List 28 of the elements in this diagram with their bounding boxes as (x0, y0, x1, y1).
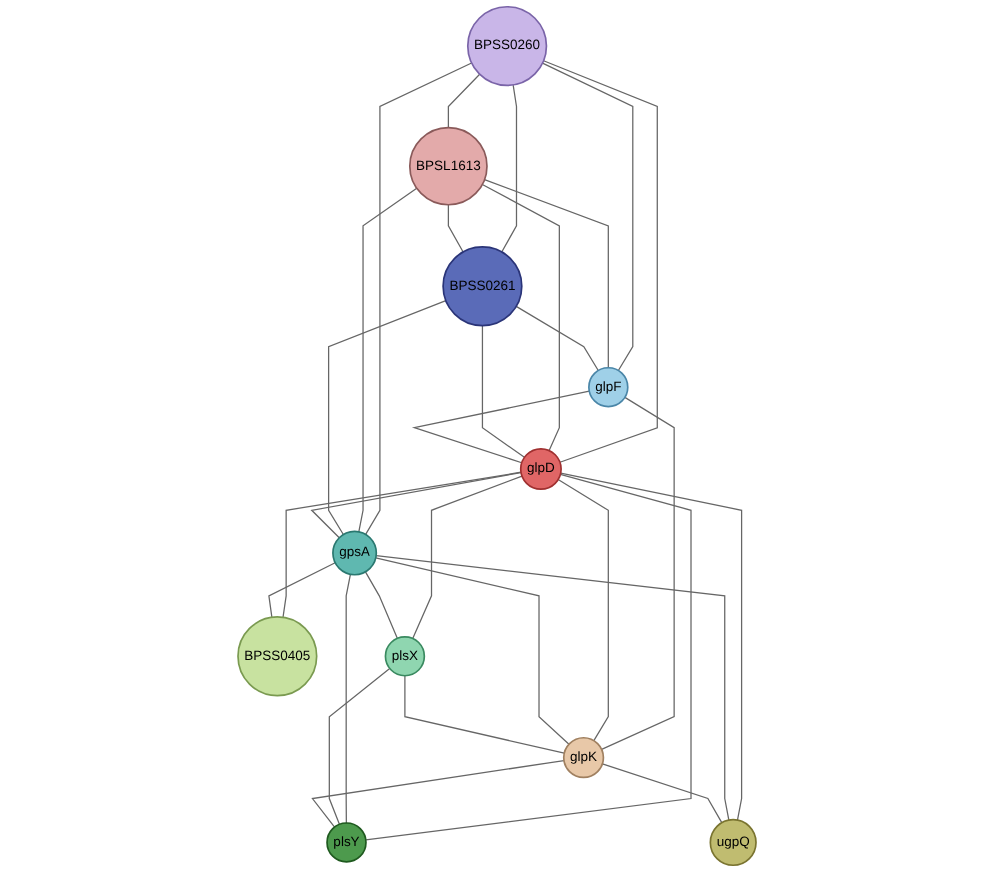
connector (483, 179, 609, 369)
connector (328, 300, 447, 536)
connector (311, 759, 565, 828)
connector (375, 554, 730, 821)
connector (404, 675, 565, 754)
connector (412, 475, 523, 640)
connector (557, 478, 609, 742)
connector (364, 571, 398, 639)
connector (268, 562, 336, 618)
connector (481, 324, 526, 458)
connector (365, 62, 473, 535)
connector (601, 396, 675, 751)
connector (447, 73, 481, 129)
connector (328, 667, 391, 825)
connector (411, 390, 590, 464)
connector (542, 60, 658, 463)
connector (601, 763, 723, 824)
connector (501, 84, 518, 253)
connector (282, 471, 522, 618)
connector (541, 62, 634, 372)
connector (375, 557, 570, 745)
connector (365, 473, 692, 841)
connector (345, 573, 352, 824)
connector (447, 204, 464, 253)
connector (358, 187, 418, 533)
connector (310, 471, 522, 539)
connector (481, 183, 560, 452)
connector (515, 305, 599, 372)
